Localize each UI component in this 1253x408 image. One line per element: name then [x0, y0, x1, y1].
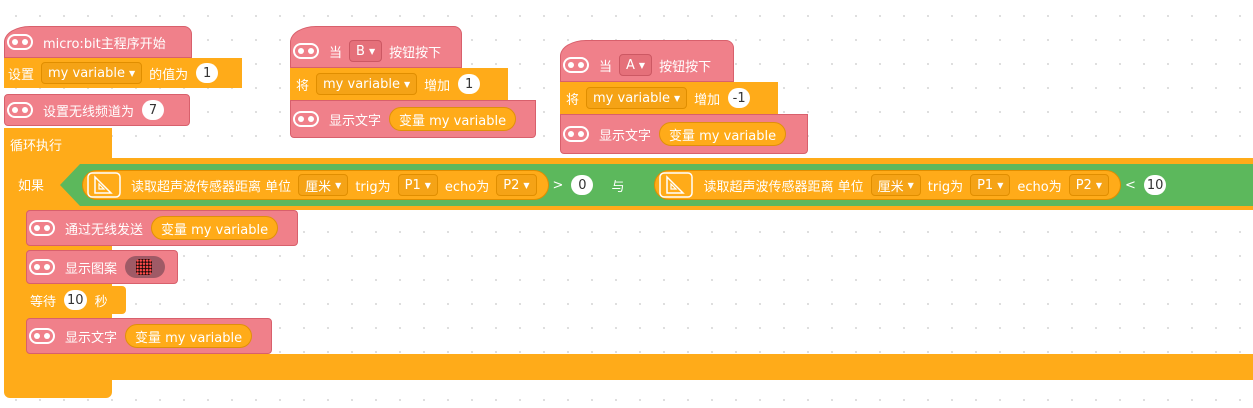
caret-down-icon: ▼ [638, 60, 646, 70]
variable-dropdown[interactable]: my variable▼ [316, 73, 418, 95]
value-of-label: 的值为 [149, 67, 189, 83]
caret-down-icon: ▼ [368, 46, 376, 56]
microbit-icon [563, 126, 589, 142]
main-start-hat[interactable]: micro:bit主程序开始 [4, 26, 192, 58]
variable-reporter[interactable]: 变量 my variable [659, 122, 787, 146]
show-image-label: 显示图案 [65, 261, 118, 277]
increase-label: 增加 [694, 92, 721, 108]
show-image-block[interactable]: 显示图案 [26, 250, 178, 284]
button-a-hat[interactable]: 当 A▼ 按钮按下 [560, 40, 734, 82]
trig-label: trig为 [355, 179, 391, 195]
show-text-label: 显示文字 [599, 128, 652, 144]
microbit-icon [293, 43, 319, 59]
caret-down-icon: ▼ [523, 180, 530, 190]
echo-dropdown[interactable]: P2▼ [496, 174, 537, 196]
show-text-label: 显示文字 [329, 113, 382, 129]
increase-value-input[interactable]: -1 [728, 88, 751, 108]
when-label: 当 [329, 45, 343, 61]
led-matrix-icon[interactable] [125, 256, 166, 278]
unit-dropdown[interactable]: 厘米▼ [298, 174, 349, 196]
set-radio-channel-block[interactable]: 设置无线频道为 7 [4, 94, 190, 126]
radio-send-block[interactable]: 通过无线发送 变量 my variable [26, 210, 298, 246]
ultrasonic-sensor-block-2[interactable]: 读取超声波传感器距离 单位 厘米▼ trig为 P1▼ echo为 P2▼ [654, 170, 1121, 200]
ultrasonic-sensor-icon [87, 172, 121, 198]
ultrasonic-read-label: 读取超声波传感器距离 单位 [131, 179, 292, 195]
loop-label: 循环执行 [10, 138, 63, 154]
radio-channel-input[interactable]: 7 [142, 100, 165, 120]
if-arm-bottom [4, 354, 1253, 380]
microbit-icon [29, 259, 55, 275]
caret-down-icon: ▼ [128, 68, 136, 78]
microbit-icon [563, 57, 589, 73]
increase-value-input[interactable]: 1 [458, 74, 481, 94]
pressed-label: 按钮按下 [389, 45, 442, 61]
set-label: 设置 [8, 67, 35, 83]
set-variable-block[interactable]: 设置 my variable▼ 的值为 1 [4, 58, 242, 88]
show-text-block[interactable]: 显示文字 变量 my variable [290, 100, 536, 138]
caret-down-icon: ▼ [335, 180, 342, 190]
variable-dropdown[interactable]: my variable▼ [586, 87, 688, 109]
echo-label: echo为 [1017, 179, 1062, 195]
and-label: 与 [611, 179, 625, 195]
set-label: 将 [296, 78, 310, 94]
variable-reporter[interactable]: 变量 my variable [125, 324, 253, 348]
compare-value-input-1[interactable]: 0 [571, 175, 594, 195]
pressed-label: 按钮按下 [659, 59, 712, 75]
send-label: 通过无线发送 [65, 222, 144, 238]
button-b-hat[interactable]: 当 B▼ 按钮按下 [290, 26, 462, 68]
wait-unit-label: 秒 [94, 294, 108, 310]
trig-dropdown[interactable]: P1▼ [397, 174, 438, 196]
increase-label: 增加 [424, 78, 451, 94]
show-text-block[interactable]: 显示文字 变量 my variable [560, 114, 808, 154]
when-label: 当 [599, 59, 613, 75]
wait-block[interactable]: 等待 10 秒 [26, 286, 126, 314]
change-variable-block[interactable]: 将 my variable▼ 增加 -1 [560, 82, 778, 114]
variable-reporter[interactable]: 变量 my variable [389, 107, 517, 131]
button-dropdown[interactable]: B▼ [349, 40, 383, 62]
show-text-block[interactable]: 显示文字 变量 my variable [26, 318, 272, 354]
trig-dropdown[interactable]: P1▼ [970, 174, 1011, 196]
if-side [4, 200, 26, 360]
caret-down-icon: ▼ [403, 79, 411, 89]
caret-down-icon: ▼ [673, 93, 681, 103]
ultrasonic-sensor-block-1[interactable]: 读取超声波传感器距离 单位 厘米▼ trig为 P1▼ echo为 P2▼ [82, 170, 549, 200]
microbit-icon [7, 34, 33, 50]
set-label: 将 [566, 92, 580, 108]
set-value-input[interactable]: 1 [196, 63, 219, 83]
ultrasonic-sensor-icon [659, 172, 694, 198]
ultrasonic-read-label: 读取超声波传感器距离 单位 [703, 179, 864, 195]
show-text-label: 显示文字 [65, 330, 118, 346]
wait-seconds-input[interactable]: 10 [64, 290, 87, 310]
caret-down-icon: ▼ [424, 180, 431, 190]
unit-dropdown[interactable]: 厘米▼ [870, 174, 921, 196]
microbit-icon [29, 328, 55, 344]
wait-label: 等待 [30, 294, 57, 310]
microbit-icon [29, 220, 55, 236]
if-label: 如果 [18, 178, 45, 194]
operator-lt: < [1124, 177, 1136, 193]
echo-label: echo为 [444, 179, 490, 195]
caret-down-icon: ▼ [997, 180, 1004, 190]
variable-reporter[interactable]: 变量 my variable [151, 216, 279, 240]
microbit-icon [7, 102, 33, 118]
microbit-icon [293, 111, 319, 127]
radio-label: 设置无线频道为 [43, 104, 135, 120]
logic-and-block[interactable]: 读取超声波传感器距离 单位 厘米▼ trig为 P1▼ echo为 P2▼ > … [60, 164, 1253, 206]
caret-down-icon: ▼ [1095, 180, 1102, 190]
start-hat-label: micro:bit主程序开始 [43, 36, 166, 52]
change-variable-block[interactable]: 将 my variable▼ 增加 1 [290, 68, 508, 100]
trig-label: trig为 [927, 179, 964, 195]
echo-dropdown[interactable]: P2▼ [1068, 174, 1109, 196]
caret-down-icon: ▼ [907, 180, 914, 190]
variable-dropdown[interactable]: my variable▼ [41, 62, 143, 84]
compare-value-input-2[interactable]: 10 [1143, 175, 1167, 195]
button-dropdown[interactable]: A▼ [619, 54, 653, 76]
operator-gt: > [552, 177, 564, 193]
